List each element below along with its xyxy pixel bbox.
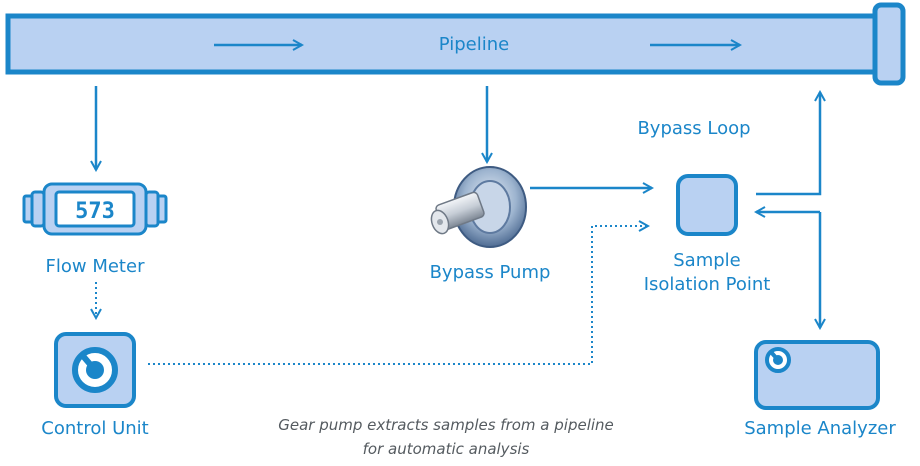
caption-line2: for automatic analysis — [362, 440, 530, 458]
arrow-isolation-point-to-pipeline — [756, 92, 820, 196]
bypass-loop-label: Bypass Loop — [637, 118, 751, 139]
control-unit-label: Control Unit — [41, 418, 149, 439]
sample-isolation-point-label-line2: Isolation Point — [643, 274, 771, 295]
flow-meter-icon: 573 — [22, 182, 168, 236]
flow-meter-display: 573 — [75, 199, 115, 224]
signal-control-unit-to-isolation-point — [148, 226, 648, 365]
sample-analyzer-icon — [754, 340, 880, 410]
flow-meter-label: Flow Meter — [45, 256, 145, 277]
sample-isolation-point-box — [676, 174, 738, 236]
sample-analyzer-label: Sample Analyzer — [744, 418, 896, 439]
bypass-pump-label: Bypass Pump — [429, 262, 551, 283]
bypass-pump-icon — [430, 166, 527, 248]
pipeline-label: Pipeline — [438, 34, 510, 55]
pipeline-end-cap — [872, 2, 906, 86]
control-unit-icon — [54, 332, 136, 408]
sample-isolation-point-label-line1: Sample — [673, 250, 741, 271]
caption-line1: Gear pump extracts samples from a pipeli… — [278, 416, 614, 434]
